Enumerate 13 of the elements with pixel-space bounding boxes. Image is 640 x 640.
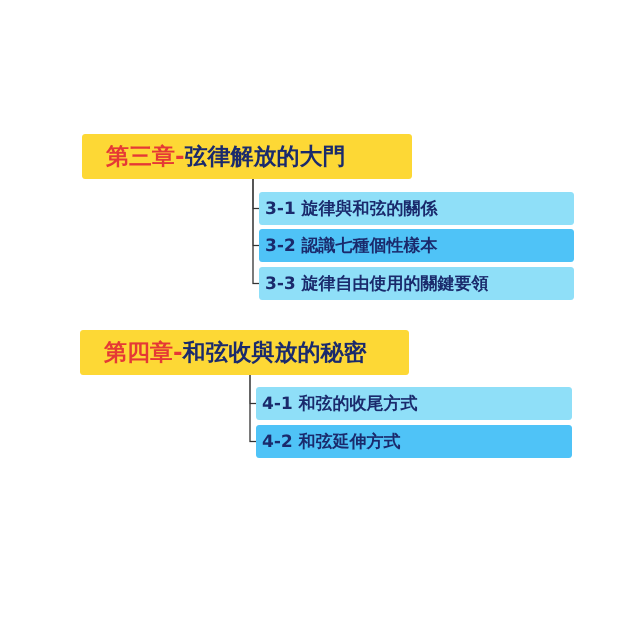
chapter-title: 弦律解放的大門 [184, 143, 346, 172]
section-box: 4-2 和弦延伸方式 [256, 425, 572, 458]
chapter-number: 第四章- [104, 339, 183, 368]
section-box: 3-3 旋律自由使用的關鍵要領 [259, 267, 574, 300]
chapter-title: 和弦收與放的秘密 [182, 339, 367, 368]
section-box: 3-2 認識七種個性樣本 [259, 229, 574, 262]
connector-line [252, 179, 259, 284]
chapter-box [82, 134, 412, 179]
section-box: 3-1 旋律與和弦的關係 [259, 192, 574, 225]
section-box: 4-1 和弦的收尾方式 [256, 387, 572, 420]
chapter-box [80, 330, 409, 375]
connector-line [249, 375, 256, 442]
chapter-number: 第三章- [106, 143, 185, 172]
